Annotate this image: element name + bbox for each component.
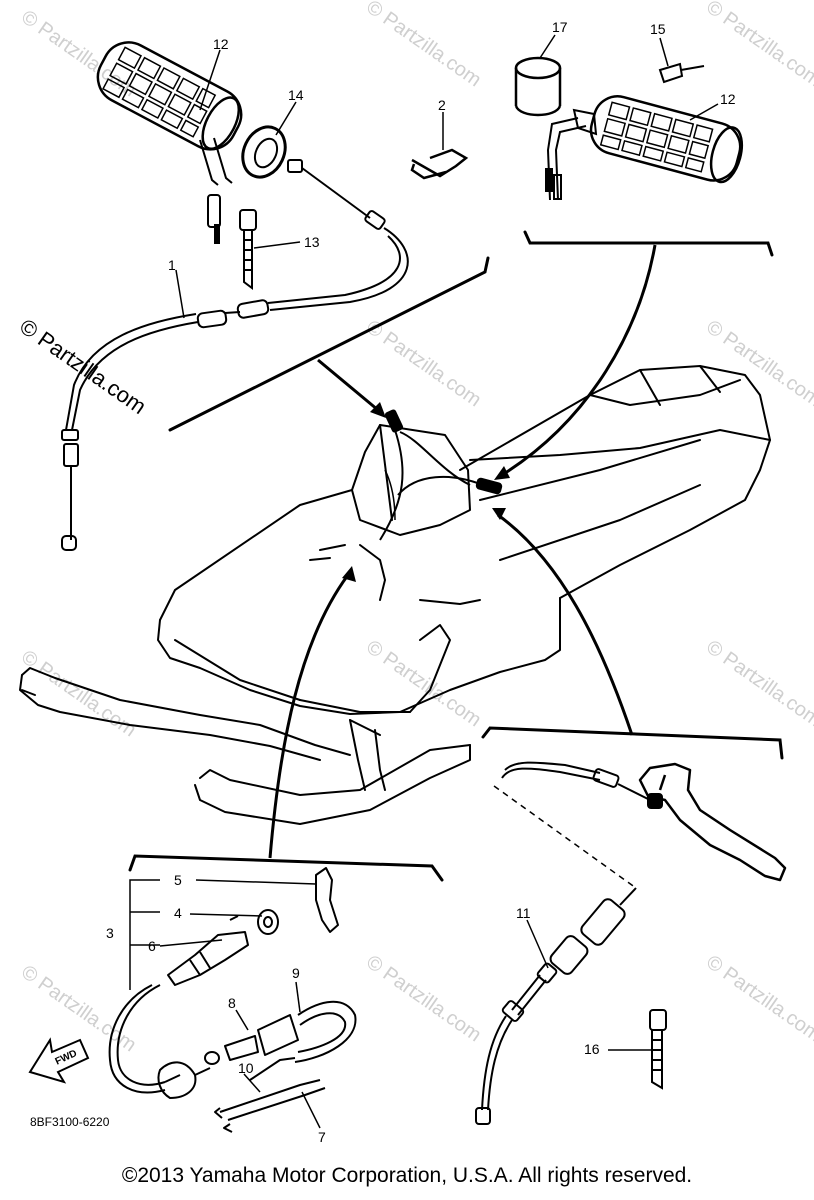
callout-8: 8 xyxy=(228,995,236,1011)
cable-band-13 xyxy=(239,209,257,290)
watermark: © Partzilla.com xyxy=(702,951,814,1046)
watermark: © Partzilla.com xyxy=(362,316,485,411)
handlebar-assembly xyxy=(379,409,503,541)
brake-cable-upper xyxy=(501,761,663,809)
snowmobile-body xyxy=(19,365,771,825)
callout-11: 11 xyxy=(516,905,531,921)
watermark: © Partzilla.com xyxy=(702,316,814,411)
grip-12-left xyxy=(96,41,243,244)
bracket-lines xyxy=(129,879,160,990)
callout-12-left: 12 xyxy=(213,36,229,52)
fwd-arrow-icon: FWD xyxy=(28,1037,90,1084)
callout-13: 13 xyxy=(304,234,320,250)
brake-lever xyxy=(638,762,787,882)
throttle-cable-1 xyxy=(61,159,409,551)
cable-band-16 xyxy=(649,1009,667,1090)
part-code: 8BF3100-6220 xyxy=(30,1115,110,1129)
callout-9: 9 xyxy=(292,965,300,981)
watermark: © Partzilla.com xyxy=(362,951,485,1046)
brackets xyxy=(128,230,784,882)
callout-15: 15 xyxy=(650,21,666,37)
throttle-cable-assembly xyxy=(108,867,357,1133)
watermark: © Partzilla.com xyxy=(702,0,814,91)
callout-6: 6 xyxy=(148,938,156,954)
callout-1: 1 xyxy=(168,257,176,273)
dash-line xyxy=(493,785,637,889)
callout-2: 2 xyxy=(438,97,446,113)
callout-3: 3 xyxy=(106,925,114,941)
leader-arrows xyxy=(268,244,657,859)
callout-5: 5 xyxy=(174,872,182,888)
callout-leaders xyxy=(159,34,719,1129)
brake-cable-11 xyxy=(475,887,637,1125)
cap-17 xyxy=(514,56,562,117)
callout-4: 4 xyxy=(174,905,182,921)
copyright-notice: ©2013 Yamaha Motor Corporation, U.S.A. A… xyxy=(121,1164,693,1187)
callout-14: 14 xyxy=(288,87,304,103)
callout-17: 17 xyxy=(552,19,568,35)
callout-labels: 12 14 2 17 15 12 13 1 5 4 3 6 9 8 10 7 1… xyxy=(30,19,736,1145)
callout-16: 16 xyxy=(584,1041,600,1057)
callout-10: 10 xyxy=(238,1060,254,1076)
collar-14 xyxy=(241,125,287,179)
callout-7: 7 xyxy=(318,1129,326,1145)
clip-2 xyxy=(410,148,469,180)
arrowheads xyxy=(342,402,510,582)
watermark: © Partzilla.com xyxy=(17,646,140,741)
watermark: © Partzilla.com xyxy=(702,636,814,731)
callout-12-right: 12 xyxy=(720,91,736,107)
bolt-15 xyxy=(658,62,705,84)
grip-12-right xyxy=(545,95,744,201)
watermark: © Partzilla.com xyxy=(362,0,485,91)
